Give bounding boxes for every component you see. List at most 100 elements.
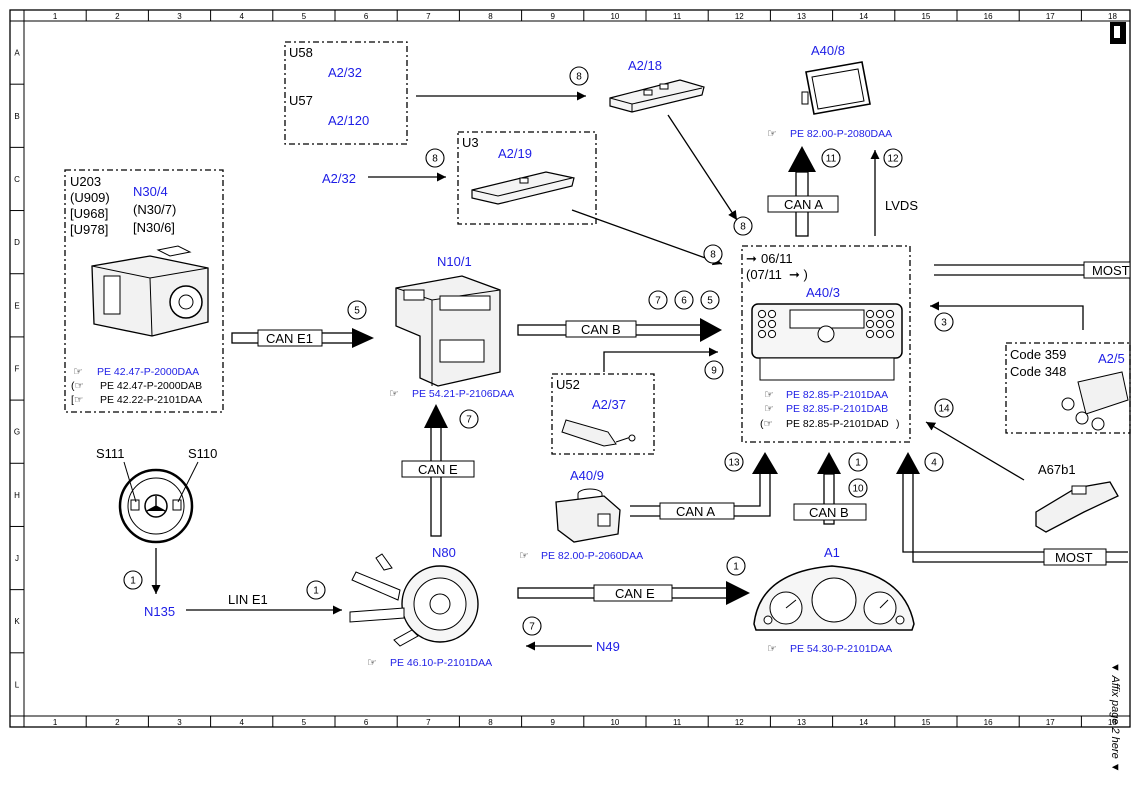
ref-icon: ☞ (367, 657, 377, 669)
grid-col-bottom: 9 (550, 718, 555, 727)
callout-circle (724, 452, 744, 472)
grid-col-top: 11 (673, 12, 682, 21)
label-u3: U3 (462, 135, 479, 150)
code-box (1005, 342, 1131, 434)
grid-row: B (14, 112, 19, 121)
ref-a40-9: PE 82.00-P-2060DAA (541, 550, 643, 562)
label-n80: N80 (432, 545, 456, 560)
callout-circle (848, 478, 868, 498)
label-date2: (07/11 (746, 267, 782, 282)
callout-circle (522, 616, 542, 636)
callout-circle (733, 216, 753, 236)
label-s110: S110 (188, 446, 217, 461)
hu-button (885, 309, 895, 319)
ref-icon: ☞ (764, 403, 774, 415)
callout-circle (700, 290, 720, 310)
bus-box-can-a-bottom (659, 502, 735, 520)
antenna-module-icon-u3 (471, 171, 575, 205)
label-a2-5: A2/5 (1098, 351, 1125, 366)
label-u968: [U968] (70, 206, 108, 221)
grid-col-bottom: 16 (984, 718, 993, 727)
label-s111: S111 (96, 446, 124, 461)
label-u978: [U978] (70, 222, 108, 237)
ref-a40-3-3: PE 82.85-P-2101DAD (786, 418, 889, 430)
hu-button (757, 309, 767, 319)
grid-row: G (14, 428, 20, 437)
paren-close: ) (896, 418, 900, 430)
ref-n80: PE 46.10-P-2101DAA (390, 657, 492, 669)
label-a2-37: A2/37 (592, 397, 626, 412)
a40-3-box (741, 245, 911, 443)
label-a2-120: A2/120 (328, 113, 369, 128)
grid-row: H (14, 491, 20, 500)
ref-n30-1: PE 42.47-P-2000DAA (97, 366, 199, 378)
callout-circle (883, 148, 903, 168)
ref-n30-2: PE 42.47-P-2000DAB (100, 380, 202, 392)
ref-icon: ☞ (519, 550, 529, 562)
grid-col-bottom: 1 (53, 718, 58, 727)
arrow-glyph-2: ➞ ) (789, 267, 808, 282)
grid-col-bottom: 6 (364, 718, 369, 727)
grid-col-bottom: 7 (426, 718, 431, 727)
callout-number: 1 (855, 458, 861, 469)
ref-n30-3: PE 42.22-P-2101DAA (100, 394, 202, 406)
ref-a1: PE 54.30-P-2101DAA (790, 643, 892, 655)
u52-box (551, 373, 655, 455)
bus-lin-e1: LIN E1 (228, 592, 268, 607)
bus-lvds: LVDS (885, 198, 918, 213)
callout-number: 5 (354, 306, 360, 317)
hu-button (865, 309, 875, 319)
bus-most-bottom: MOST (1055, 550, 1093, 565)
grid-row: D (14, 238, 20, 247)
hu-button (885, 329, 895, 339)
callout-circle (924, 452, 944, 472)
bus-box-most-top (1083, 261, 1131, 279)
callout-number: 3 (941, 318, 947, 329)
bus-box-can-b-bottom (793, 503, 867, 521)
hu-button (757, 329, 767, 339)
sam-module-icon (395, 275, 501, 387)
callout-number: 10 (852, 484, 864, 495)
callout-circle (569, 66, 589, 86)
instrument-cluster-icon (753, 565, 915, 631)
callout-circle (459, 409, 479, 429)
grid-col-bottom: 4 (239, 718, 244, 727)
label-n10-1: N10/1 (437, 254, 472, 269)
grid-col-top: 6 (364, 12, 369, 21)
callout-number: 9 (711, 366, 717, 377)
grid-col-top: 3 (177, 12, 182, 21)
paren-open: (☞ (71, 380, 84, 392)
display-icon (801, 61, 871, 115)
callout-number: 13 (728, 458, 740, 469)
column-ticks: 1122334455667788991010111112121313141415… (23, 10, 1117, 727)
head-unit-icon (751, 303, 903, 381)
label-a1: A1 (824, 545, 840, 560)
grid-col-bottom: 13 (797, 718, 806, 727)
label-code348: Code 348 (1010, 364, 1066, 379)
bus-box-most-bottom (1043, 548, 1107, 566)
bus-can-e1: CAN E1 (266, 331, 313, 346)
label-a2-32-top: A2/32 (328, 65, 362, 80)
can-b-bottom-arrow (817, 452, 841, 525)
bus-box-can-a-top (767, 195, 839, 213)
callout-number: 7 (529, 622, 535, 633)
grid-col-top: 14 (859, 12, 868, 21)
label-a67b1: A67b1 (1038, 462, 1076, 477)
label-a40-9: A40/9 (570, 468, 604, 483)
callout-circle (674, 290, 694, 310)
n30-box (64, 169, 224, 413)
grid-col-bottom: 15 (921, 718, 930, 727)
bus-can-e-vert: CAN E (418, 462, 458, 477)
callout-circle (648, 290, 668, 310)
callout-circle (703, 244, 723, 264)
grid-col-top: 9 (550, 12, 555, 21)
grid-row: J (15, 554, 19, 563)
antenna-bar-icon (561, 419, 636, 447)
label-u57: U57 (289, 93, 313, 108)
label-u52: U52 (556, 377, 580, 392)
hu-button (767, 309, 777, 319)
grid-col-top: 1 (53, 12, 58, 21)
arrow-glyph: ➞ (746, 251, 757, 266)
callout-number: 8 (740, 222, 746, 233)
